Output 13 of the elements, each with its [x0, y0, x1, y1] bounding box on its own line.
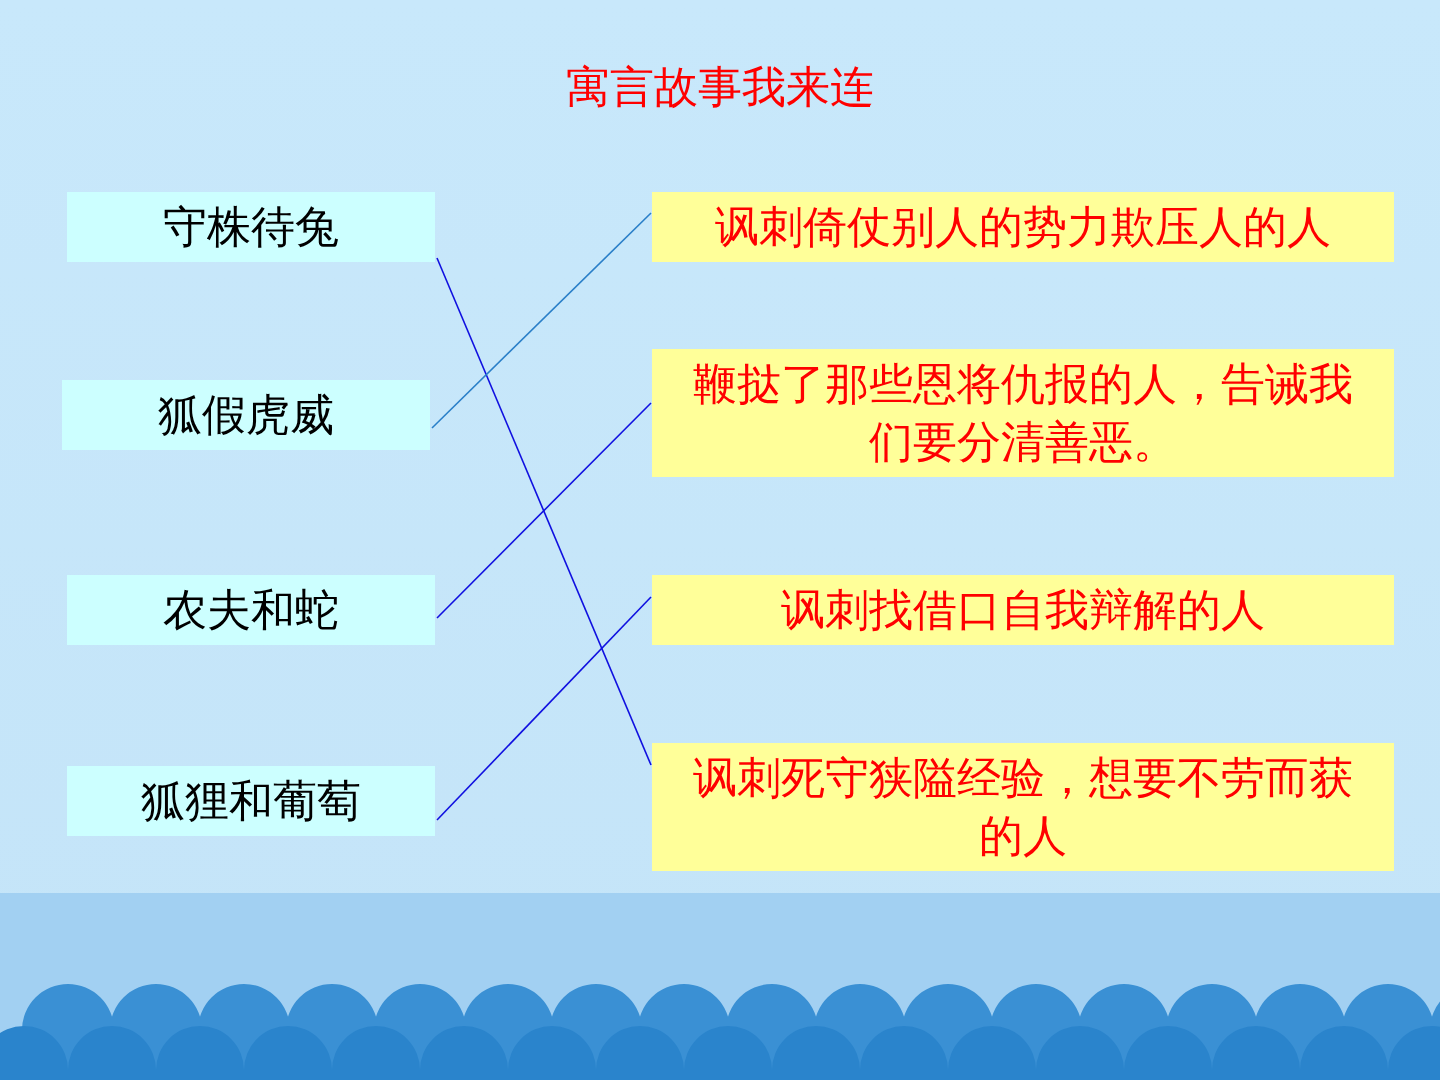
story-box: 狐假虎威 — [62, 380, 430, 450]
meaning-box: 讽刺倚仗别人的势力欺压人的人 — [652, 192, 1394, 262]
connector-line — [436, 596, 652, 821]
connector-line — [436, 402, 652, 619]
connector-line — [431, 212, 652, 429]
story-box: 守株待兔 — [67, 192, 435, 262]
story-box: 狐狸和葡萄 — [67, 766, 435, 836]
title: 寓言故事我来连 — [565, 60, 875, 114]
meaning-box: 鞭挞了那些恩将仇报的人，告诫我们要分清善恶。 — [652, 349, 1394, 477]
meaning-box: 讽刺死守狭隘经验，想要不劳而获的人 — [652, 743, 1394, 871]
connector-line — [436, 257, 652, 766]
story-box: 农夫和蛇 — [67, 575, 435, 645]
meaning-box: 讽刺找借口自我辩解的人 — [652, 575, 1394, 645]
